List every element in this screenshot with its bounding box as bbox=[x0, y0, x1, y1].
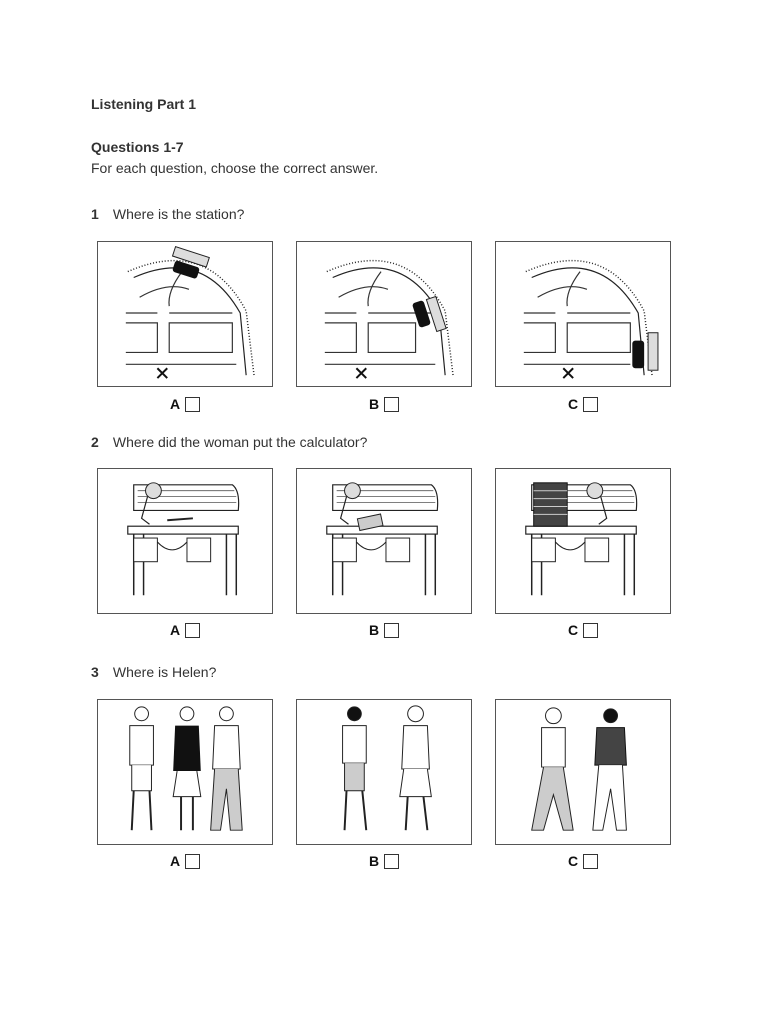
desk-calculator-under-books-illustration bbox=[525, 482, 638, 596]
instruction-text: For each question, choose the correct an… bbox=[91, 160, 379, 176]
section-title: Listening Part 1 bbox=[91, 96, 197, 112]
q1-picture-c[interactable] bbox=[495, 241, 671, 387]
two-people-illustration bbox=[342, 705, 432, 831]
desk-calculator-on-desk-illustration bbox=[127, 482, 240, 596]
q1-option-a[interactable]: A bbox=[170, 396, 201, 412]
q1-option-c[interactable]: C bbox=[568, 396, 599, 412]
answer-checkbox[interactable] bbox=[583, 853, 599, 869]
railway-map-station-top-illustration bbox=[125, 245, 255, 379]
question-2: 2 Where did the woman put the calculator… bbox=[91, 434, 367, 450]
q1-option-b[interactable]: B bbox=[369, 396, 400, 412]
q3-picture-b[interactable] bbox=[296, 699, 472, 845]
railway-map-station-bottom-illustration bbox=[523, 259, 659, 379]
answer-checkbox[interactable] bbox=[185, 853, 201, 869]
question-number: 3 bbox=[91, 664, 99, 680]
question-text: Where is the station? bbox=[112, 206, 245, 222]
answer-checkbox[interactable] bbox=[384, 396, 400, 412]
answer-checkbox[interactable] bbox=[384, 853, 400, 869]
q2-picture-b[interactable] bbox=[296, 468, 472, 614]
q3-picture-c[interactable] bbox=[495, 699, 671, 845]
q3-picture-a[interactable] bbox=[97, 699, 273, 845]
answer-checkbox[interactable] bbox=[384, 622, 400, 638]
q3-option-b[interactable]: B bbox=[369, 853, 400, 869]
answer-checkbox[interactable] bbox=[583, 396, 599, 412]
q2-picture-a[interactable] bbox=[97, 468, 273, 614]
question-1: 1 Where is the station? bbox=[91, 206, 244, 222]
q3-option-a[interactable]: A bbox=[170, 853, 201, 869]
question-text: Where did the woman put the calculator? bbox=[112, 434, 368, 450]
questions-range: Questions 1-7 bbox=[91, 139, 184, 155]
q2-option-a[interactable]: A bbox=[170, 622, 201, 638]
question-text: Where is Helen? bbox=[112, 664, 217, 680]
q1-picture-a[interactable] bbox=[97, 241, 273, 387]
q2-option-b[interactable]: B bbox=[369, 622, 400, 638]
desk-calculator-near-drawer-illustration bbox=[326, 482, 439, 596]
answer-checkbox[interactable] bbox=[583, 622, 599, 638]
question-3: 3 Where is Helen? bbox=[91, 664, 216, 680]
q2-picture-c[interactable] bbox=[495, 468, 671, 614]
q3-option-c[interactable]: C bbox=[568, 853, 599, 869]
answer-checkbox[interactable] bbox=[185, 396, 201, 412]
question-number: 2 bbox=[91, 434, 99, 450]
q1-picture-b[interactable] bbox=[296, 241, 472, 387]
two-people-walking-illustration bbox=[531, 707, 627, 831]
railway-map-station-middle-illustration bbox=[324, 259, 454, 379]
answer-checkbox[interactable] bbox=[185, 622, 201, 638]
question-number: 1 bbox=[91, 206, 99, 222]
q2-option-c[interactable]: C bbox=[568, 622, 599, 638]
three-people-illustration bbox=[129, 706, 243, 831]
